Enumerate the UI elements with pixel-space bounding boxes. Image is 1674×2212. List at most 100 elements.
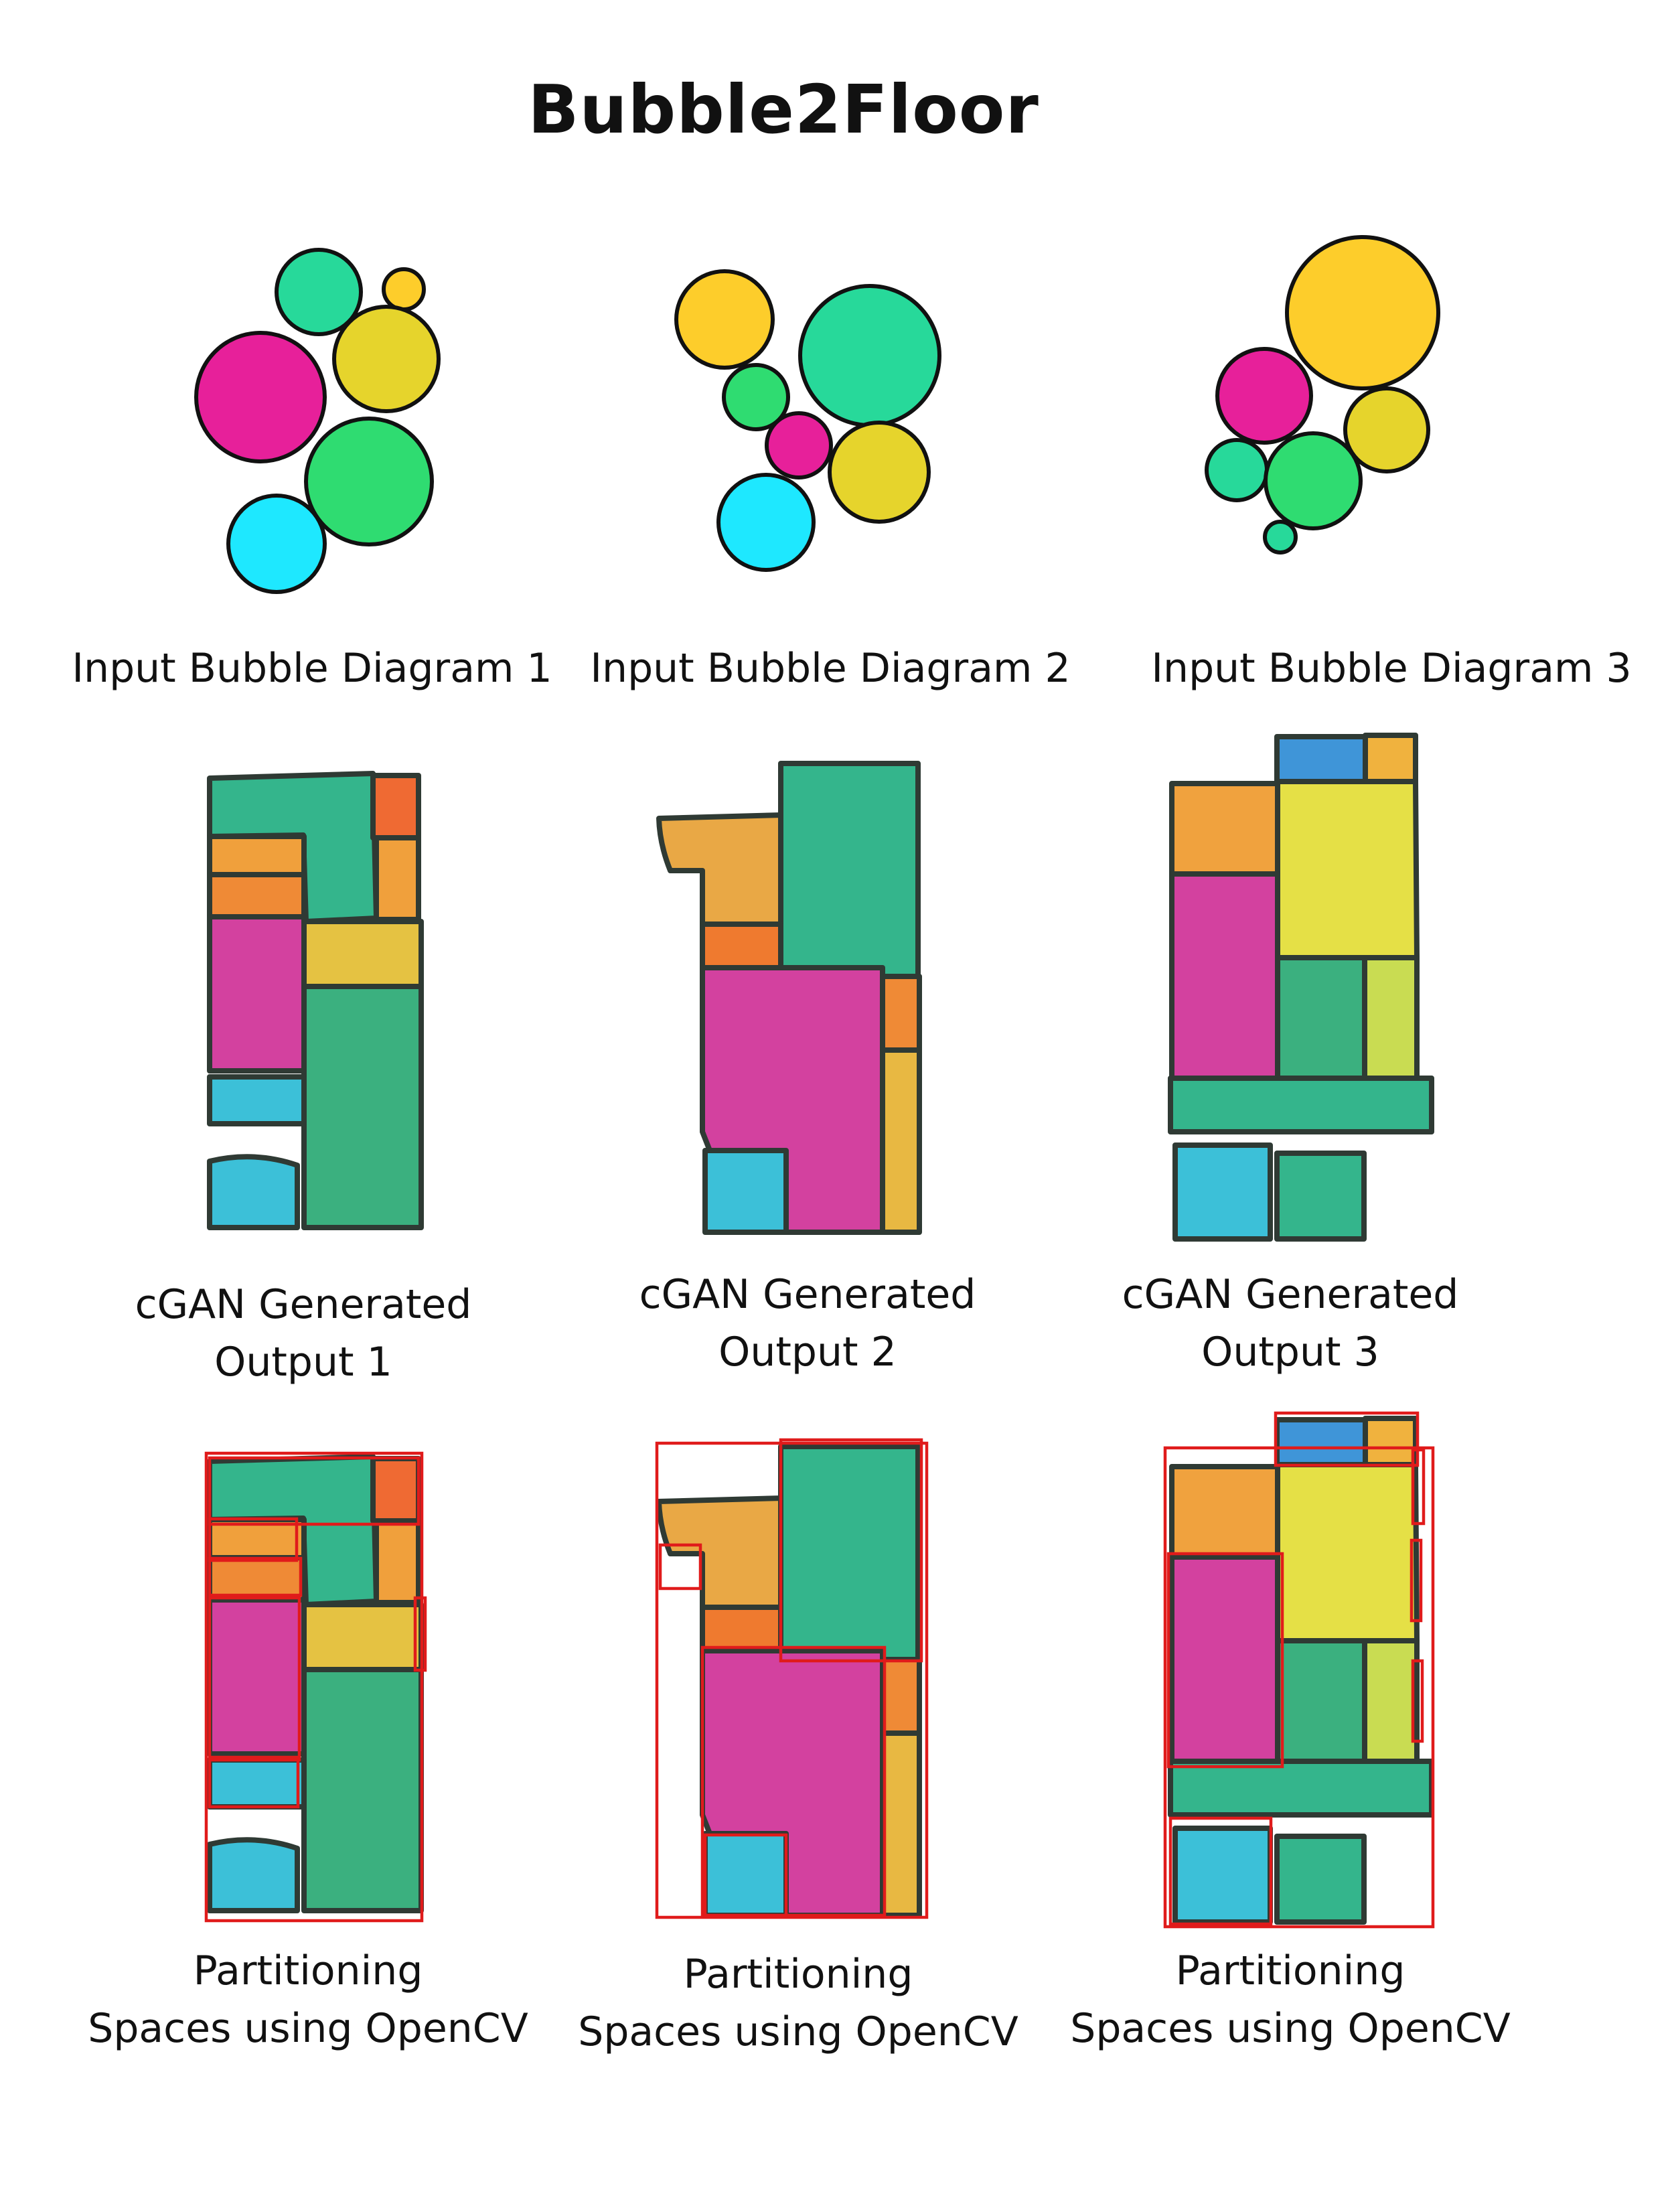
partition-label-1: Partitioning Spaces using OpenCV: [54, 1942, 562, 2057]
partition-box: [208, 1755, 300, 1809]
bubble-green: [722, 363, 790, 431]
cgan-label-3-line1: cGAN Generated: [1122, 1271, 1459, 1318]
cgan-output-2: [656, 761, 922, 1235]
room-yellow-right: [880, 1047, 922, 1235]
room-cyan-upper: [207, 1757, 307, 1810]
room-orange-small: [207, 834, 307, 877]
bubble-label-1: Input Bubble Diagram 1: [72, 645, 552, 692]
room-orange-top: [1363, 1416, 1418, 1467]
room-cyan-upper: [207, 1074, 307, 1126]
room-cyan: [1172, 1142, 1273, 1242]
partition-box: [204, 1451, 424, 1923]
partition-box: [208, 1456, 421, 1526]
bubble-gold-large: [1285, 235, 1440, 390]
partition-label-1-line2: Spaces using OpenCV: [88, 2005, 528, 2052]
cgan-label-2: cGAN Generated Output 2: [553, 1266, 1062, 1381]
partition-label-3: Partitioning Spaces using OpenCV: [1036, 1942, 1545, 2057]
bubble-label-3: Input Bubble Diagram 3: [1151, 645, 1632, 692]
bubble-teal-small: [1263, 520, 1298, 555]
room-yellow: [301, 1602, 424, 1672]
partition-box: [655, 1441, 929, 1919]
partition-box: [1411, 1448, 1426, 1526]
bubble-pink: [765, 411, 833, 480]
bubble-green: [1264, 431, 1363, 530]
room-teal-bottom: [1274, 1834, 1367, 1925]
room-orange-right: [880, 974, 922, 1053]
bubble-teal: [275, 248, 363, 336]
bubble-diagram-2: [674, 269, 941, 572]
room-teal-bottom: [1274, 1151, 1367, 1242]
room-cyan-lower: [207, 1154, 300, 1230]
partition-label-2-line2: Spaces using OpenCV: [578, 2008, 1018, 2055]
room-orange-right: [880, 1657, 922, 1736]
partition-output-1: [204, 1451, 427, 1923]
cgan-label-1-line2: Output 1: [214, 1339, 392, 1386]
bubble-teal: [1205, 438, 1269, 502]
room-orange: [1169, 1464, 1280, 1560]
cgan-output-3: [1168, 733, 1434, 1242]
room-yellow: [1275, 1462, 1420, 1643]
bubble-gold-small: [382, 267, 426, 311]
bubble-green: [304, 417, 434, 546]
room-teal-mid: [1275, 955, 1367, 1081]
room-orange-hall: [207, 872, 307, 919]
partition-box: [1410, 1538, 1423, 1623]
room-teal-lower: [301, 984, 424, 1230]
partition-label-1-line1: Partitioning: [193, 1947, 423, 1994]
room-red-orange: [700, 921, 783, 970]
room-pink: [1169, 1554, 1280, 1764]
room-orange-right: [374, 835, 421, 922]
partition-box: [700, 1645, 887, 1917]
partition-output-3: [1163, 1411, 1435, 1929]
bubble-teal: [798, 284, 941, 427]
room-orange-right: [374, 1518, 421, 1605]
room-blue: [1274, 734, 1368, 784]
bubble-cyan: [226, 494, 327, 594]
room-red-orange: [700, 1605, 783, 1653]
partition-label-2: Partitioning Spaces using OpenCV: [544, 1945, 1053, 2061]
room-teal-mid: [1275, 1638, 1367, 1764]
partition-box: [208, 1517, 299, 1562]
room-teal-lower: [301, 1667, 424, 1913]
room-yellow-strip: [1362, 1638, 1420, 1767]
room-teal-corridor: [1168, 1076, 1434, 1134]
room-red-orange: [370, 773, 421, 840]
partition-label-2-line1: Partitioning: [683, 1951, 913, 1998]
partition-box: [413, 1596, 427, 1672]
partition-box: [1166, 1552, 1284, 1769]
room-orange: [1169, 781, 1280, 877]
room-yellow-strip: [1362, 955, 1420, 1084]
bubble-pink: [194, 331, 327, 463]
cgan-label-2-line1: cGAN Generated: [639, 1271, 976, 1318]
room-teal-corridor: [1168, 1759, 1434, 1818]
bubble-yellow: [1343, 386, 1430, 473]
room-blue: [1274, 1417, 1368, 1467]
partition-label-3-line2: Spaces using OpenCV: [1070, 2005, 1511, 2052]
partition-output-2: [655, 1438, 929, 1919]
room-yellow-right: [880, 1730, 922, 1918]
bubble-label-2: Input Bubble Diagram 2: [590, 645, 1071, 692]
partition-box: [779, 1438, 923, 1663]
cgan-label-3-line2: Output 3: [1201, 1329, 1379, 1376]
room-red-orange: [370, 1456, 421, 1524]
bubble-cyan: [716, 473, 816, 572]
room-teal: [778, 761, 921, 979]
bubble-yellow: [332, 305, 441, 413]
partition-box: [1168, 1816, 1273, 1926]
room-orange-top: [1363, 733, 1418, 784]
partition-box: [1274, 1411, 1420, 1467]
bubble-yellow: [828, 421, 931, 524]
partition-box: [658, 1543, 702, 1591]
bubble-pink: [1215, 347, 1313, 445]
room-yellow: [301, 919, 424, 989]
cgan-label-3: cGAN Generated Output 3: [1036, 1266, 1545, 1381]
room-pink: [207, 914, 307, 1074]
room-cyan: [702, 1831, 789, 1918]
room-teal: [778, 1444, 921, 1662]
room-yellow: [1275, 779, 1420, 960]
partition-box: [208, 1596, 301, 1762]
cgan-label-1-line1: cGAN Generated: [135, 1281, 472, 1328]
cgan-output-1: [207, 771, 424, 1230]
room-cyan: [1172, 1826, 1273, 1925]
room-pink: [207, 1597, 307, 1757]
